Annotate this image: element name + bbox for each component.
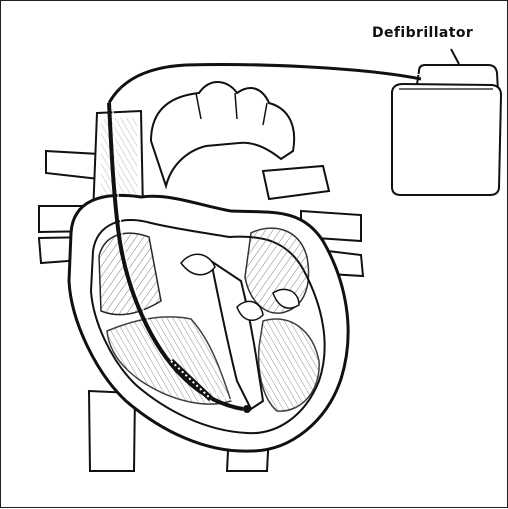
- defibrillator-device: [392, 65, 501, 195]
- defibrillator-label: Defibrillator: [372, 25, 473, 41]
- label-callout-line: [451, 49, 459, 64]
- aorta-arch: [151, 82, 329, 199]
